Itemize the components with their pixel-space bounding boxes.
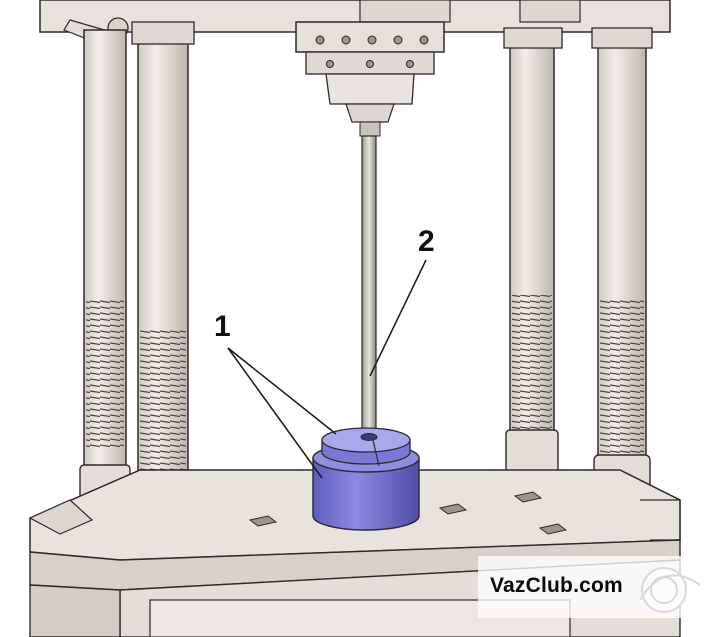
column-right-rear xyxy=(503,27,563,483)
watermark-panel xyxy=(478,556,723,618)
callout-2: 2 xyxy=(418,225,435,258)
watermark-text: VazClub.com xyxy=(490,574,623,597)
callout-1: 1 xyxy=(214,310,231,343)
column-right-front xyxy=(591,27,653,518)
press-rod xyxy=(361,135,377,437)
split-bushing-puller xyxy=(312,427,420,531)
press-head xyxy=(295,21,445,137)
leader-lines xyxy=(227,259,427,479)
column-left-rear xyxy=(79,29,131,521)
